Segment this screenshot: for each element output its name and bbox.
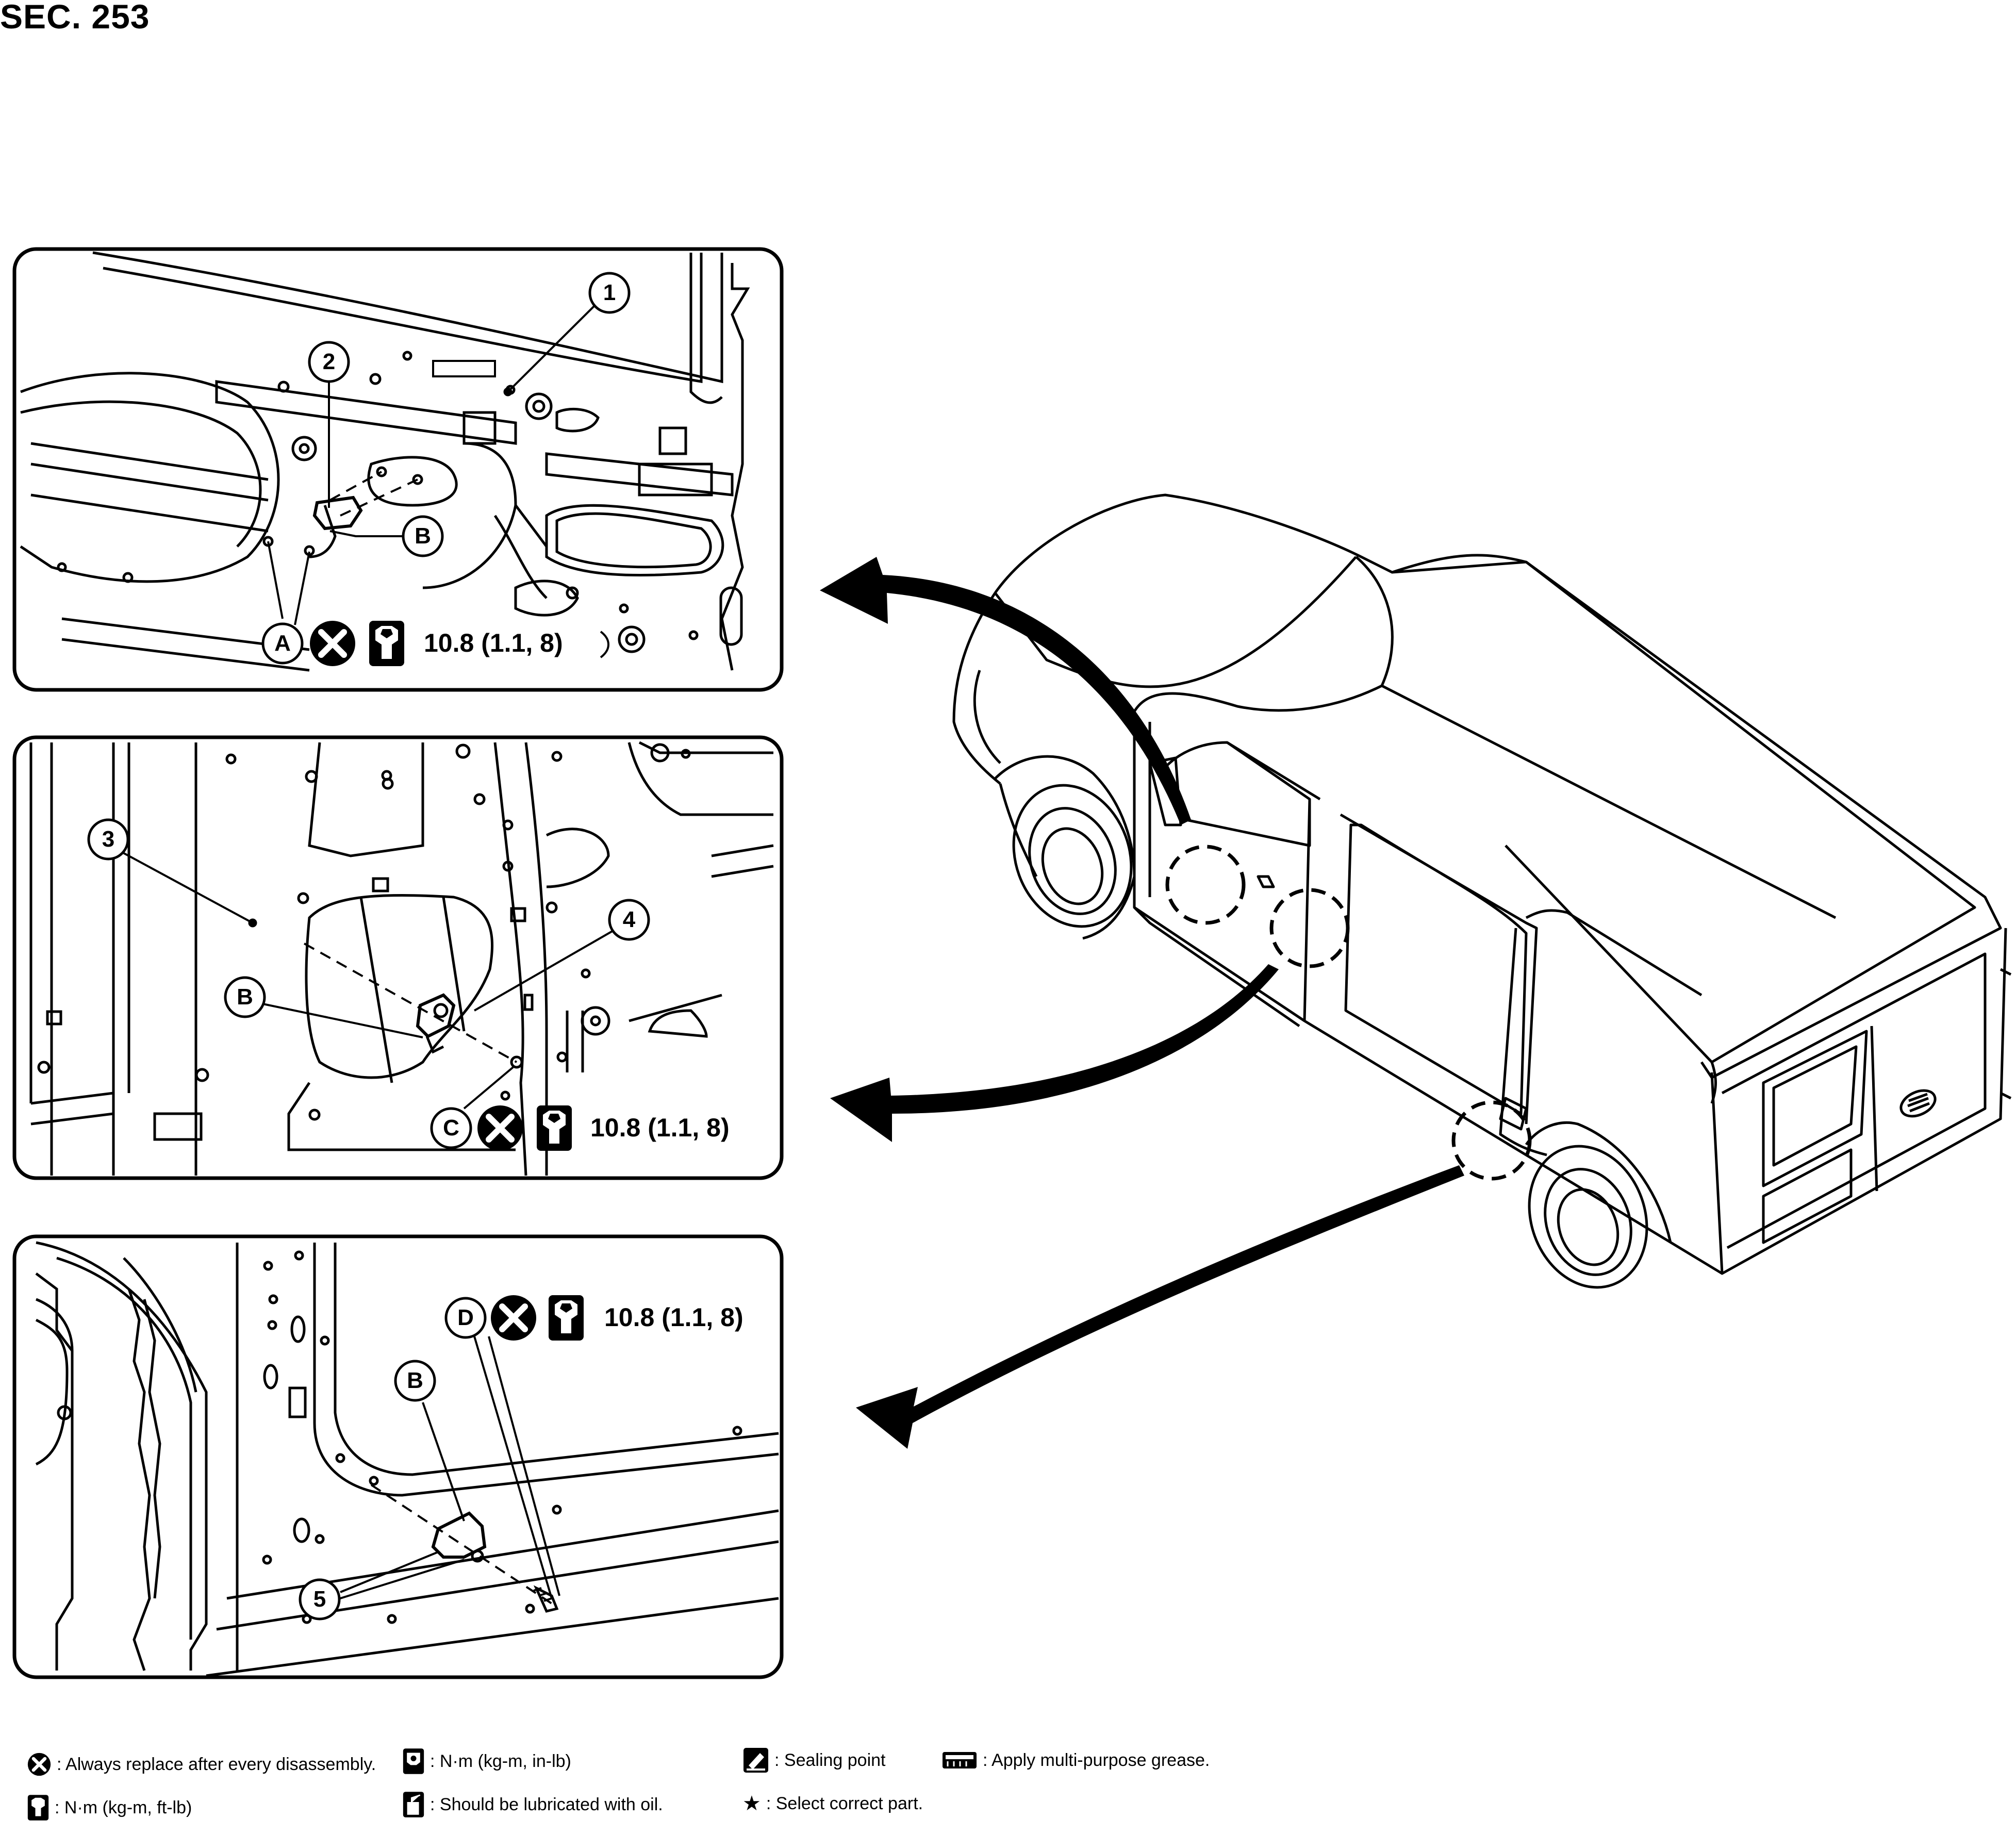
legend-nm-inlb: : N·m (kg-m, in-lb) [402,1748,571,1775]
panel-1 [12,247,784,692]
panel-2 [12,735,784,1180]
callout-4: 4 [623,907,636,932]
arrow-to-panel-2 [830,964,1279,1142]
torque-icon [549,1295,584,1341]
callout-5: 5 [313,1586,326,1612]
legend-sealing-text: : Sealing point [774,1750,886,1770]
callout-2: 2 [323,349,335,374]
legend-nm-ftlb: : N·m (kg-m, ft-lb) [27,1794,192,1821]
callout-B: B [407,1368,423,1393]
torque-value: 10.8 (1.1, 8) [604,1303,743,1332]
wrench-small-icon [403,1748,424,1774]
callout-B: B [237,984,253,1010]
replace-icon [491,1295,536,1341]
callout-1: 1 [603,280,616,305]
sealing-icon [743,1748,768,1773]
legend-nm-inlb-text: : N·m (kg-m, in-lb) [430,1751,571,1771]
arrow-to-panel-1 [820,557,1191,825]
callout-C: C [443,1115,459,1140]
legend-nm-ftlb-text: : N·m (kg-m, ft-lb) [55,1797,192,1817]
legend-grease-text: : Apply multi-purpose grease. [983,1750,1210,1770]
callout-3: 3 [102,826,114,852]
star-icon: ★ [742,1792,761,1815]
legend-oil: : Should be lubricated with oil. [402,1791,663,1818]
replace-icon [27,1753,51,1776]
wrench-icon [27,1795,49,1821]
callout-A: A [274,631,291,656]
legend-select: ★ : Select correct part. [742,1793,923,1814]
grease-icon [943,1752,977,1768]
legend-replace-text: : Always replace after every disassembly… [57,1754,376,1774]
section-title: SEC. 253 [0,0,150,36]
vehicle-illustration [952,493,2012,1289]
panel-3 [12,1234,784,1679]
legend-oil-text: : Should be lubricated with oil. [430,1794,663,1814]
callout-B: B [415,523,431,549]
panel-2-labels: 3 4 B C 10.8 (1.1, 8) [102,826,730,1151]
oil-can-icon [403,1792,424,1817]
torque-value: 10.8 (1.1, 8) [424,629,563,657]
replace-icon [310,621,355,666]
panel-3-labels: D B 5 10.8 (1.1, 8) [313,1295,743,1612]
legend-grease: : Apply multi-purpose grease. [941,1749,1210,1772]
arrow-to-panel-3 [856,1165,1464,1449]
legend-sealing: : Sealing point [742,1747,886,1774]
torque-icon [369,621,404,666]
replace-icon [477,1105,523,1151]
torque-icon [537,1105,572,1151]
callout-D: D [457,1305,474,1330]
panel-1-labels: 1 2 B A 10.8 (1.1, 8) [274,280,616,666]
legend-replace: : Always replace after every disassembly… [27,1752,376,1777]
pointer-arrows [820,557,1464,1449]
torque-value: 10.8 (1.1, 8) [590,1113,730,1142]
legend-select-text: : Select correct part. [766,1793,923,1813]
